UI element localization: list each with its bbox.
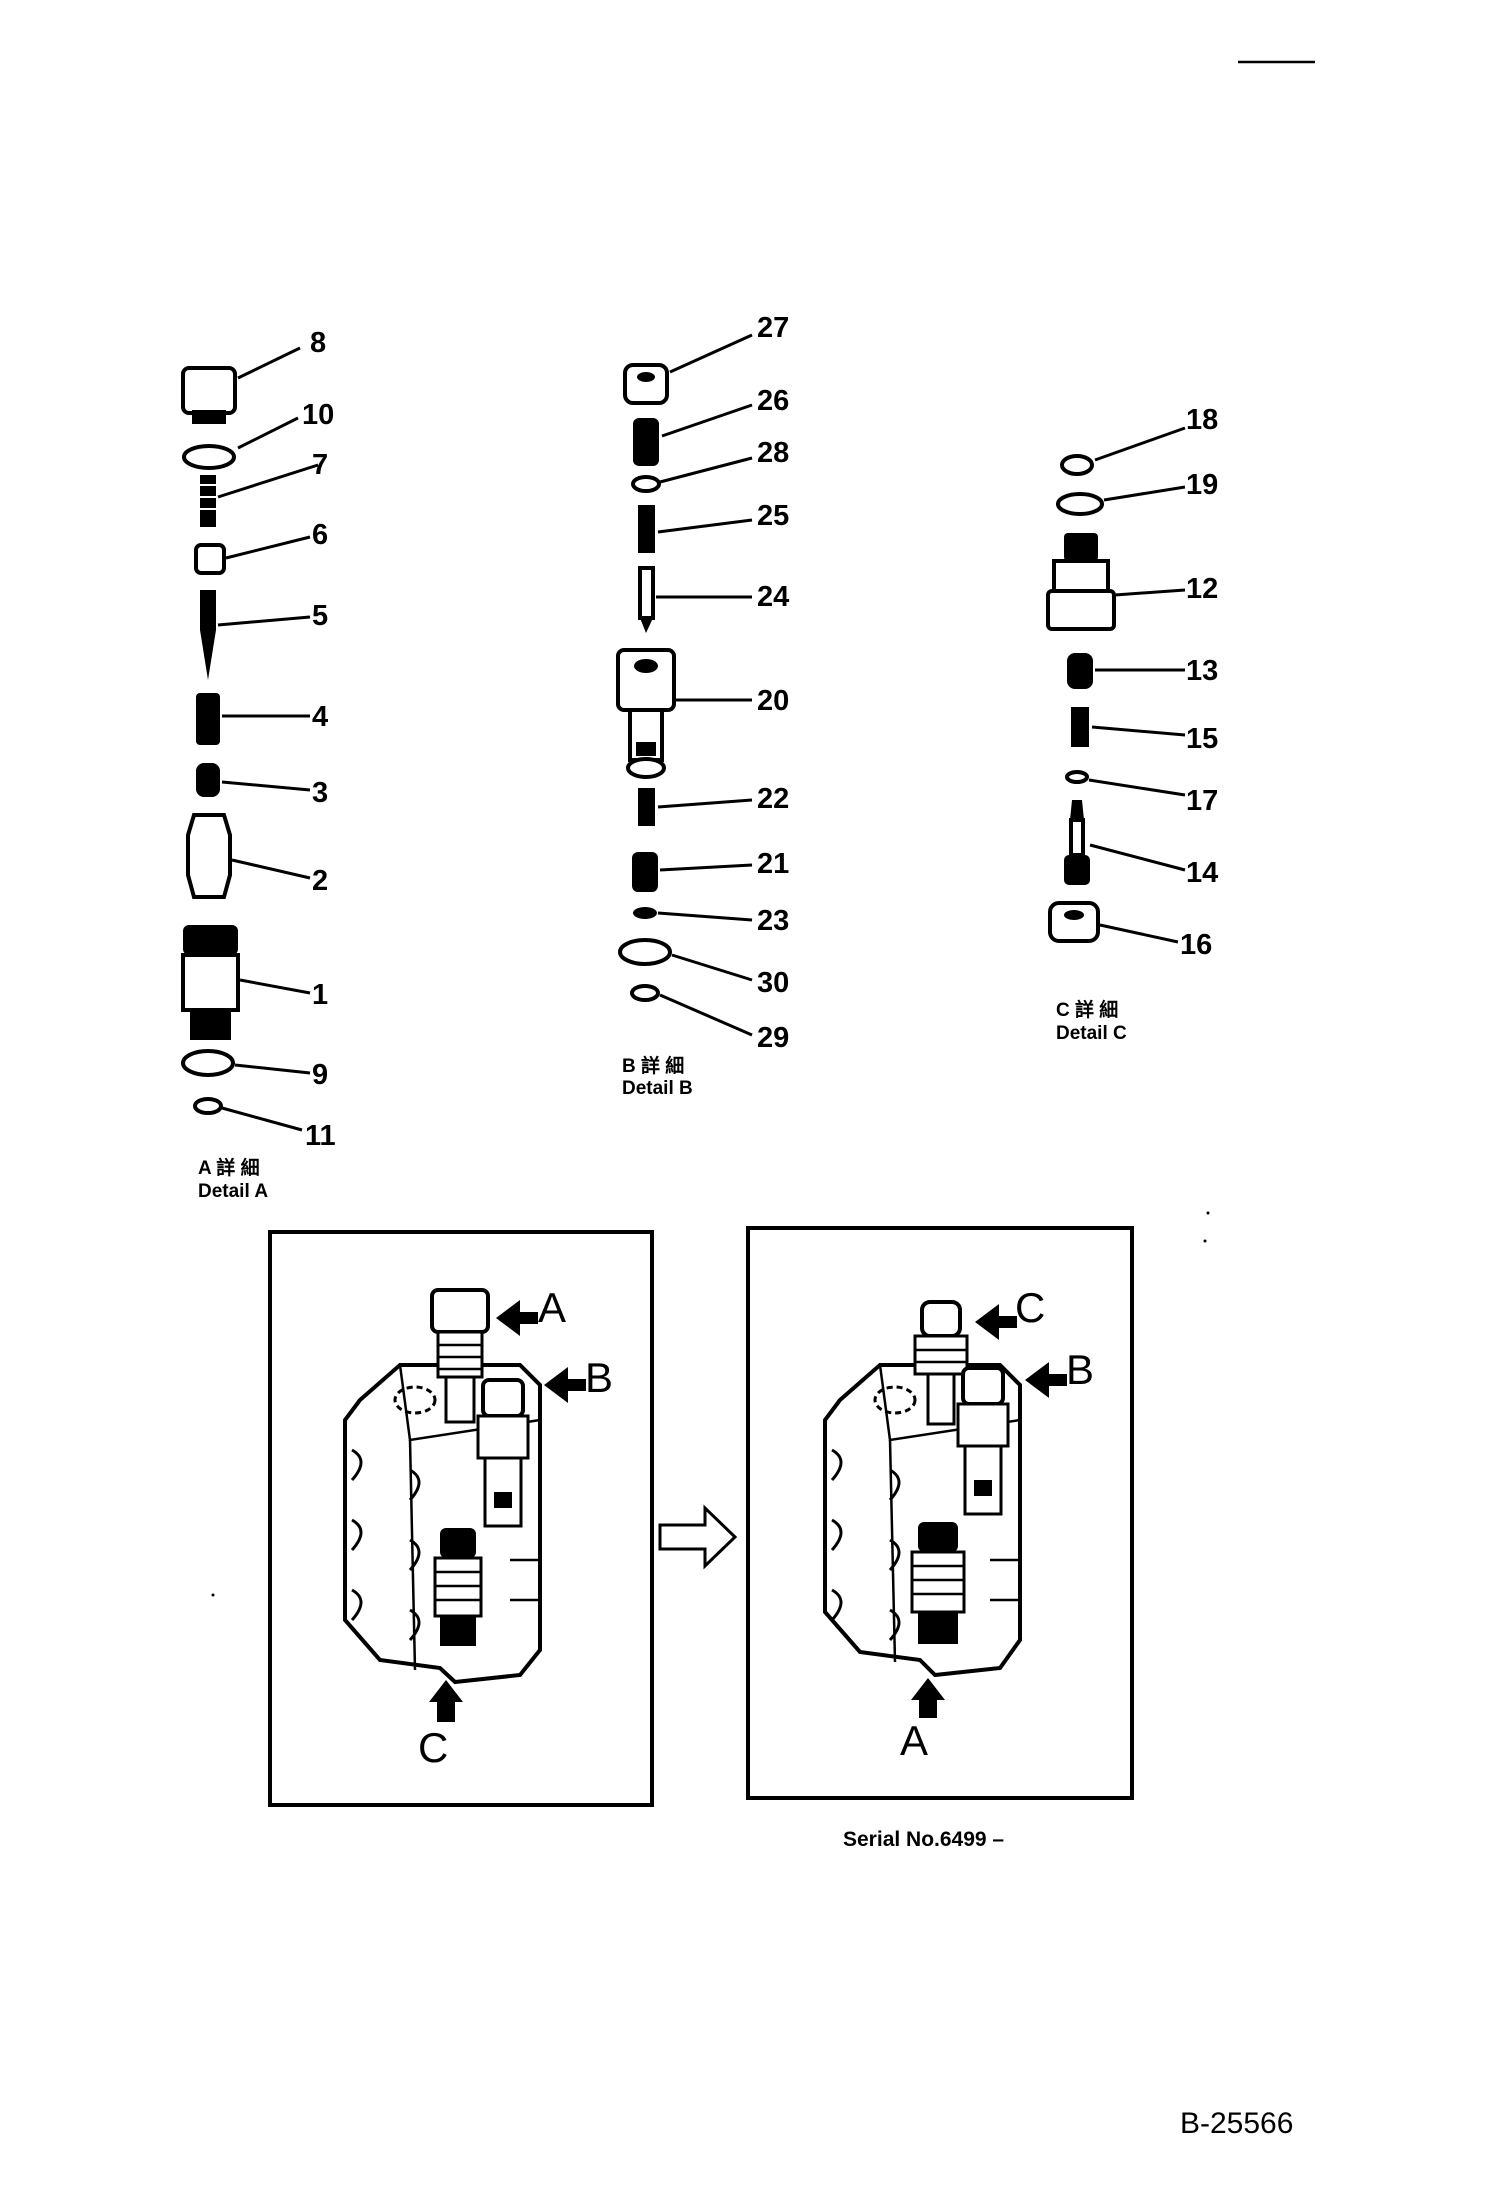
part-14-screw (1064, 800, 1090, 885)
label-10: 10 (302, 399, 334, 431)
detail-b-caption: Detail B (622, 1078, 693, 1099)
marker-c-before: C (418, 1724, 448, 1771)
speck (211, 1593, 215, 1597)
detail-c-caption-jp: C 詳 細 (1056, 998, 1118, 1021)
figure-id: B-25566 (1180, 2107, 1293, 2140)
part-29-ring (630, 984, 660, 1002)
arrow-b-before (544, 1367, 586, 1403)
detail-b-leaders (656, 333, 753, 1037)
valve-b-before (476, 1378, 530, 1528)
label-1: 1 (312, 979, 328, 1011)
detail-c-group: 18 19 12 13 15 17 14 16 C 詳 細 Detail C (1046, 404, 1218, 1044)
label-21: 21 (757, 848, 789, 880)
part-24-pin (638, 566, 655, 633)
part-8-plug (181, 366, 237, 424)
marker-a-after: A (900, 1717, 928, 1764)
part-2-sleeve (186, 813, 232, 899)
label-27: 27 (757, 312, 789, 344)
detail-c-caption: Detail C (1056, 1023, 1127, 1044)
valve-c-before (433, 1528, 483, 1646)
valve-b-after (956, 1366, 1010, 1516)
label-4: 4 (312, 701, 328, 733)
label-13: 13 (1186, 655, 1218, 687)
arrow-a-before (496, 1300, 538, 1336)
label-14: 14 (1186, 857, 1218, 889)
part-9-oring (181, 1049, 235, 1077)
speck (1203, 1239, 1207, 1243)
label-8: 8 (310, 327, 326, 359)
detail-a-caption-jp: A 詳 細 (198, 1156, 260, 1179)
label-7: 7 (312, 449, 328, 481)
part-4-spring (196, 693, 220, 745)
part-12-body (1046, 533, 1116, 631)
label-26: 26 (757, 385, 789, 417)
serial-note: Serial No.6499 – (843, 1828, 1004, 1851)
part-11-ring (193, 1097, 223, 1115)
part-3-piston (196, 763, 220, 797)
label-28: 28 (757, 437, 789, 469)
detail-a-leaders (217, 346, 319, 1132)
label-22: 22 (757, 783, 789, 815)
marker-b-before: B (585, 1354, 613, 1401)
label-15: 15 (1186, 723, 1218, 755)
detail-b-caption-jp: B 詳 細 (622, 1054, 684, 1077)
arrow-a-after (911, 1678, 945, 1718)
detail-a-group: 8 10 7 6 5 4 3 2 1 9 11 A 詳 細 Detail A (181, 327, 336, 1202)
marker-c-after: C (1015, 1284, 1045, 1331)
label-17: 17 (1186, 785, 1218, 817)
part-1-body (181, 925, 240, 1040)
part-25-spring (638, 505, 655, 553)
detail-c-leaders (1088, 426, 1186, 944)
part-15-spring (1071, 707, 1089, 747)
label-23: 23 (757, 905, 789, 937)
part-5-poppet (200, 590, 216, 680)
part-23-ring (633, 907, 657, 919)
detail-a-caption: Detail A (198, 1181, 268, 1202)
label-5: 5 (312, 600, 328, 632)
label-9: 9 (312, 1059, 328, 1091)
label-16: 16 (1180, 929, 1212, 961)
label-25: 25 (757, 500, 789, 532)
label-24: 24 (757, 581, 789, 613)
part-26-adjuster (633, 418, 659, 466)
speck (1206, 1211, 1210, 1215)
part-22-spring (638, 788, 655, 826)
detail-b-group: 27 26 28 25 24 20 22 21 23 30 29 B 詳 細 D… (616, 312, 789, 1099)
marker-a-before: A (538, 1284, 566, 1331)
part-17-ring (1065, 770, 1089, 784)
part-13-piston (1067, 653, 1093, 689)
part-27-nut (623, 363, 669, 405)
label-18: 18 (1186, 404, 1218, 436)
valve-a-before (430, 1288, 490, 1424)
before-assembly-box: A B C (268, 1230, 654, 1807)
label-12: 12 (1186, 573, 1218, 605)
label-29: 29 (757, 1022, 789, 1054)
part-28-oring (631, 475, 661, 493)
label-3: 3 (312, 777, 328, 809)
valve-a-after (910, 1522, 966, 1644)
part-18-oring (1060, 454, 1094, 476)
part-19-oring (1056, 492, 1104, 516)
label-11: 11 (305, 1120, 336, 1152)
label-20: 20 (757, 685, 789, 717)
part-21-piston (632, 852, 658, 892)
part-6-nut (194, 543, 226, 575)
label-30: 30 (757, 967, 789, 999)
arrow-c-after (975, 1304, 1017, 1340)
label-2: 2 (312, 865, 328, 897)
marker-b-after: B (1066, 1346, 1094, 1393)
valve-c-after (913, 1300, 969, 1426)
part-16-nut (1048, 901, 1100, 943)
label-19: 19 (1186, 469, 1218, 501)
arrow-b-after (1025, 1362, 1067, 1398)
part-7-spring (200, 475, 216, 527)
arrow-c-before (429, 1680, 463, 1722)
transition-arrow (658, 1504, 738, 1570)
part-20-housing (616, 648, 676, 779)
label-6: 6 (312, 519, 328, 551)
part-30-oring (618, 938, 672, 966)
after-assembly-box: C B A (746, 1226, 1134, 1800)
part-10-oring (182, 444, 236, 470)
